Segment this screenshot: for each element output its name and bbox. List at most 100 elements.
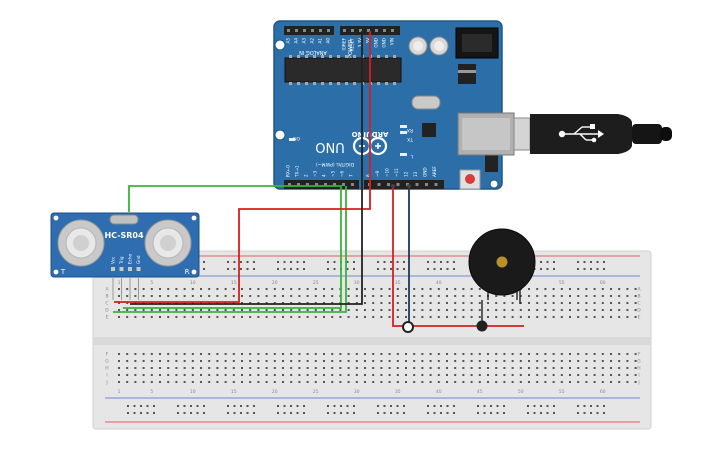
breadboard-hole[interactable] — [528, 288, 530, 290]
rail-hole[interactable] — [440, 412, 442, 414]
breadboard-hole[interactable] — [610, 353, 612, 355]
rail-hole[interactable] — [240, 412, 242, 414]
breadboard-hole[interactable] — [372, 316, 375, 318]
breadboard-hole[interactable] — [142, 381, 145, 383]
breadboard-hole[interactable] — [298, 295, 301, 297]
breadboard-hole[interactable] — [191, 302, 194, 304]
breadboard-hole[interactable] — [478, 295, 481, 297]
breadboard-hole[interactable] — [298, 381, 301, 383]
breadboard-hole[interactable] — [569, 309, 571, 311]
breadboard-hole[interactable] — [446, 367, 448, 369]
breadboard-hole[interactable] — [437, 316, 440, 318]
breadboard-hole[interactable] — [183, 302, 186, 304]
breadboard-hole[interactable] — [405, 288, 407, 290]
header-pin[interactable] — [333, 183, 336, 186]
rail-hole[interactable] — [246, 268, 249, 270]
breadboard-hole[interactable] — [503, 374, 506, 376]
usb-cable[interactable] — [457, 112, 672, 156]
sensor-pin[interactable] — [136, 267, 141, 271]
breadboard-hole[interactable] — [216, 374, 219, 376]
breadboard-hole[interactable] — [306, 353, 309, 355]
breadboard-hole[interactable] — [429, 374, 432, 376]
breadboard-hole[interactable] — [265, 374, 268, 376]
breadboard-hole[interactable] — [241, 360, 243, 362]
breadboard-hole[interactable] — [282, 360, 284, 362]
breadboard-hole[interactable] — [454, 309, 457, 311]
rail-hole[interactable] — [553, 261, 555, 263]
breadboard-hole[interactable] — [183, 360, 186, 362]
rail-hole[interactable] — [277, 268, 279, 270]
rail-hole[interactable] — [346, 412, 349, 414]
breadboard-hole[interactable] — [208, 302, 211, 304]
breadboard-hole[interactable] — [380, 302, 383, 304]
rail-hole[interactable] — [227, 268, 229, 270]
breadboard-hole[interactable] — [593, 353, 596, 355]
rail-hole[interactable] — [246, 405, 249, 407]
rail-hole[interactable] — [590, 261, 592, 263]
rail-hole[interactable] — [253, 268, 255, 270]
breadboard-hole[interactable] — [364, 295, 366, 297]
breadboard-hole[interactable] — [601, 288, 604, 290]
breadboard-hole[interactable] — [421, 374, 424, 376]
breadboard-hole[interactable] — [601, 360, 604, 362]
rail-hole[interactable] — [227, 405, 229, 407]
breadboard-hole[interactable] — [495, 374, 498, 376]
breadboard-hole[interactable] — [429, 288, 432, 290]
breadboard-hole[interactable] — [232, 302, 235, 304]
breadboard-hole[interactable] — [216, 381, 219, 383]
breadboard-hole[interactable] — [224, 288, 227, 290]
breadboard-hole[interactable] — [150, 302, 153, 304]
header-pin[interactable] — [311, 29, 314, 32]
breadboard-hole[interactable] — [118, 302, 120, 304]
header-pin[interactable] — [375, 29, 378, 32]
rail-hole[interactable] — [340, 412, 342, 414]
breadboard-hole[interactable] — [560, 309, 563, 311]
breadboard-hole[interactable] — [306, 374, 309, 376]
breadboard-hole[interactable] — [232, 374, 235, 376]
rail-hole[interactable] — [303, 261, 305, 263]
breadboard-hole[interactable] — [134, 302, 137, 304]
breadboard-hole[interactable] — [511, 309, 514, 311]
breadboard-hole[interactable] — [159, 295, 161, 297]
breadboard-hole[interactable] — [306, 360, 309, 362]
breadboard-hole[interactable] — [191, 309, 194, 311]
breadboard-hole[interactable] — [495, 381, 498, 383]
breadboard-hole[interactable] — [437, 360, 440, 362]
breadboard-hole[interactable] — [577, 295, 580, 297]
breadboard-hole[interactable] — [470, 353, 473, 355]
header-pin[interactable] — [327, 29, 330, 32]
breadboard-hole[interactable] — [257, 309, 260, 311]
breadboard-hole[interactable] — [626, 316, 629, 318]
breadboard-hole[interactable] — [355, 302, 358, 304]
breadboard-hole[interactable] — [454, 316, 457, 318]
breadboard-hole[interactable] — [355, 374, 358, 376]
breadboard-hole[interactable] — [339, 381, 342, 383]
breadboard-hole[interactable] — [380, 367, 383, 369]
rail-hole[interactable] — [353, 412, 355, 414]
rail-hole[interactable] — [403, 268, 405, 270]
breadboard-hole[interactable] — [208, 316, 211, 318]
rail-hole[interactable] — [527, 412, 529, 414]
breadboard-hole[interactable] — [462, 367, 465, 369]
breadboard-hole[interactable] — [503, 367, 506, 369]
rail-hole[interactable] — [446, 268, 449, 270]
rail-hole[interactable] — [446, 405, 449, 407]
breadboard-hole[interactable] — [314, 288, 317, 290]
breadboard-hole[interactable] — [454, 367, 457, 369]
breadboard-hole[interactable] — [413, 374, 416, 376]
breadboard-hole[interactable] — [208, 360, 211, 362]
breadboard-hole[interactable] — [519, 360, 522, 362]
breadboard-hole[interactable] — [528, 316, 530, 318]
breadboard-hole[interactable] — [454, 353, 457, 355]
breadboard-hole[interactable] — [405, 309, 407, 311]
breadboard-hole[interactable] — [585, 302, 588, 304]
breadboard-hole[interactable] — [552, 360, 555, 362]
breadboard-hole[interactable] — [446, 353, 448, 355]
breadboard-hole[interactable] — [167, 302, 170, 304]
breadboard-hole[interactable] — [388, 381, 391, 383]
breadboard-hole[interactable] — [396, 295, 399, 297]
rail-hole[interactable] — [477, 405, 479, 407]
breadboard-hole[interactable] — [470, 295, 473, 297]
breadboard-hole[interactable] — [241, 295, 243, 297]
